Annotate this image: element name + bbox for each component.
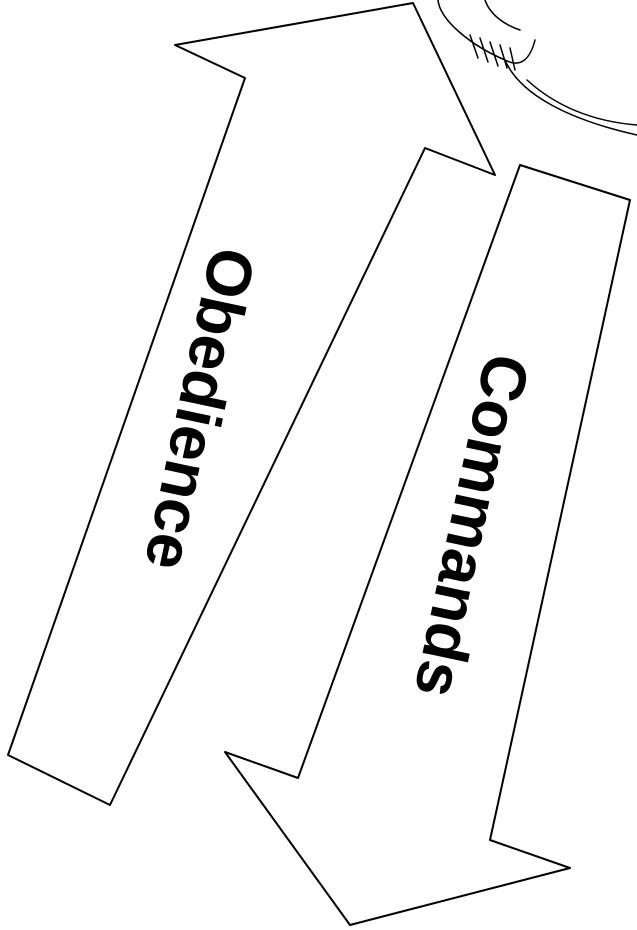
top-right-object-sketch [438, 0, 637, 135]
